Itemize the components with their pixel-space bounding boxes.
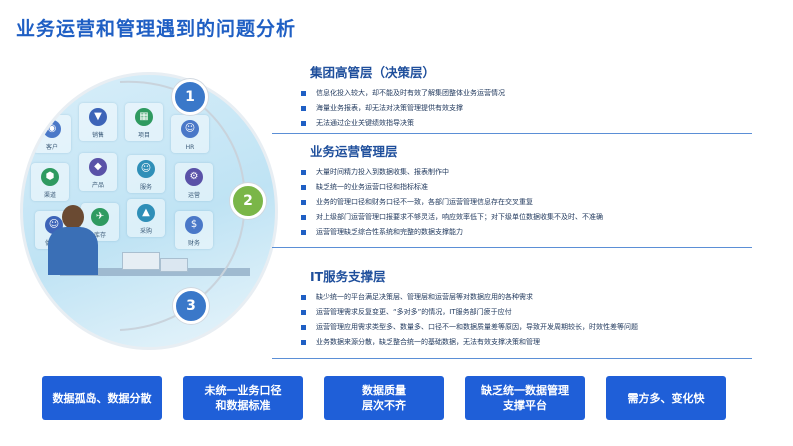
- page-title: 业务运营和管理遇到的问题分析: [16, 18, 297, 40]
- list-item: 业务数据来源分散，缺乏整合统一的基础数据，无法有效支撑决策和管理: [300, 335, 638, 350]
- tablet: [160, 258, 188, 272]
- person-head: [62, 205, 84, 229]
- divider: [272, 358, 752, 359]
- list-item: 业务的管理口径和财务口径不一致，各部门运营管理信息存在交叉重复: [300, 195, 603, 210]
- section-title: 业务运营管理层: [310, 144, 398, 159]
- tile-purchase: ▲采购: [127, 199, 165, 237]
- service-icon: ☺: [137, 160, 155, 178]
- tile-operation: ⚙运营: [175, 163, 213, 201]
- step-number-1: 1: [172, 79, 208, 115]
- person-torso: [48, 227, 98, 275]
- step-number-2: 2: [230, 183, 266, 219]
- purchase-icon: ▲: [137, 204, 155, 222]
- desk: [60, 268, 250, 276]
- list-item: 海量业务报表，却无法对决策管理提供有效支撑: [300, 101, 505, 116]
- tile-customer: ◉客户: [33, 115, 71, 153]
- tile-project: ▦项目: [125, 103, 163, 141]
- list-item: 缺乏统一的业务运营口径和指标标准: [300, 180, 603, 195]
- problem-box-quality: 数据质量 层次不齐: [324, 376, 444, 420]
- section-executive: 集团高管层（决策层） 信息化投入较大，却不能及时有效了解集团整体业务运营情况 海…: [300, 62, 505, 131]
- bullet-list: 缺少统一的平台满足决策层、管理层和运营层等对数据应用的各种需求 运营管理需求反复…: [300, 290, 638, 350]
- problem-box-platform: 缺乏统一数据管理 支撑平台: [465, 376, 585, 420]
- business-person: [40, 205, 100, 275]
- tile-inventory: ✈库存: [81, 203, 119, 241]
- bullet-list: 大量时间精力投入到数据收集、报表制作中 缺乏统一的业务运营口径和指标标准 业务的…: [300, 165, 603, 240]
- bullet-list: 信息化投入较大，却不能及时有效了解集团整体业务运营情况 海量业务报表，却无法对决…: [300, 86, 505, 131]
- section-operations: 业务运营管理层 大量时间精力投入到数据收集、报表制作中 缺乏统一的业务运营口径和…: [300, 141, 603, 240]
- list-item: 大量时间精力投入到数据收集、报表制作中: [300, 165, 603, 180]
- list-item: 缺少统一的平台满足决策层、管理层和运营层等对数据应用的各种需求: [300, 290, 638, 305]
- tile-sales: ▼销售: [79, 103, 117, 141]
- tile-finance: $财务: [175, 211, 213, 249]
- operation-icon: ⚙: [185, 168, 203, 186]
- tile-channel: ⬢渠道: [31, 163, 69, 201]
- list-item: 信息化投入较大，却不能及时有效了解集团整体业务运营情况: [300, 86, 505, 101]
- sales-icon: ▼: [89, 108, 107, 126]
- problem-box-data-silo: 数据孤岛、数据分散: [42, 376, 162, 420]
- list-item: 对上级部门运营管理口报要求不够灵活，响应效率低下；对下级单位数据收集不及时、不准…: [300, 210, 603, 225]
- finance-icon: $: [185, 216, 203, 234]
- tile-service: ☺服务: [127, 155, 165, 193]
- tile-hr: ☺HR: [171, 115, 209, 153]
- list-item: 运营管理应用需求类型多、数量多、口径不一和数据质量差等原因，导致开发周期较长，时…: [300, 320, 638, 335]
- list-item: 无法通过企业关键绩效指导决策: [300, 116, 505, 131]
- divider: [272, 247, 752, 248]
- problem-box-standards: 未统一业务口径 和数据标准: [183, 376, 303, 420]
- section-title: 集团高管层（决策层）: [310, 65, 436, 80]
- list-item: 运营管理需求反复变更、“多对多”的情况，IT服务部门疲于应付: [300, 305, 638, 320]
- section-it-service: IT服务支撑层 缺少统一的平台满足决策层、管理层和运营层等对数据应用的各种需求 …: [300, 266, 638, 350]
- tile-product: ◆产品: [79, 153, 117, 191]
- hr-icon: ☺: [181, 120, 199, 138]
- section-title: IT服务支撑层: [310, 269, 386, 284]
- list-item: 运营管理缺乏综合性系统和完整的数据支撑能力: [300, 225, 603, 240]
- laptop: [122, 252, 160, 270]
- problem-box-demand: 需方多、变化快: [606, 376, 726, 420]
- customer-icon: ◉: [43, 120, 61, 138]
- product-icon: ◆: [89, 158, 107, 176]
- divider: [272, 133, 752, 134]
- channel-icon: ⬢: [41, 168, 59, 186]
- inventory-icon: ✈: [91, 208, 109, 226]
- project-icon: ▦: [135, 108, 153, 126]
- step-number-3: 3: [173, 288, 209, 324]
